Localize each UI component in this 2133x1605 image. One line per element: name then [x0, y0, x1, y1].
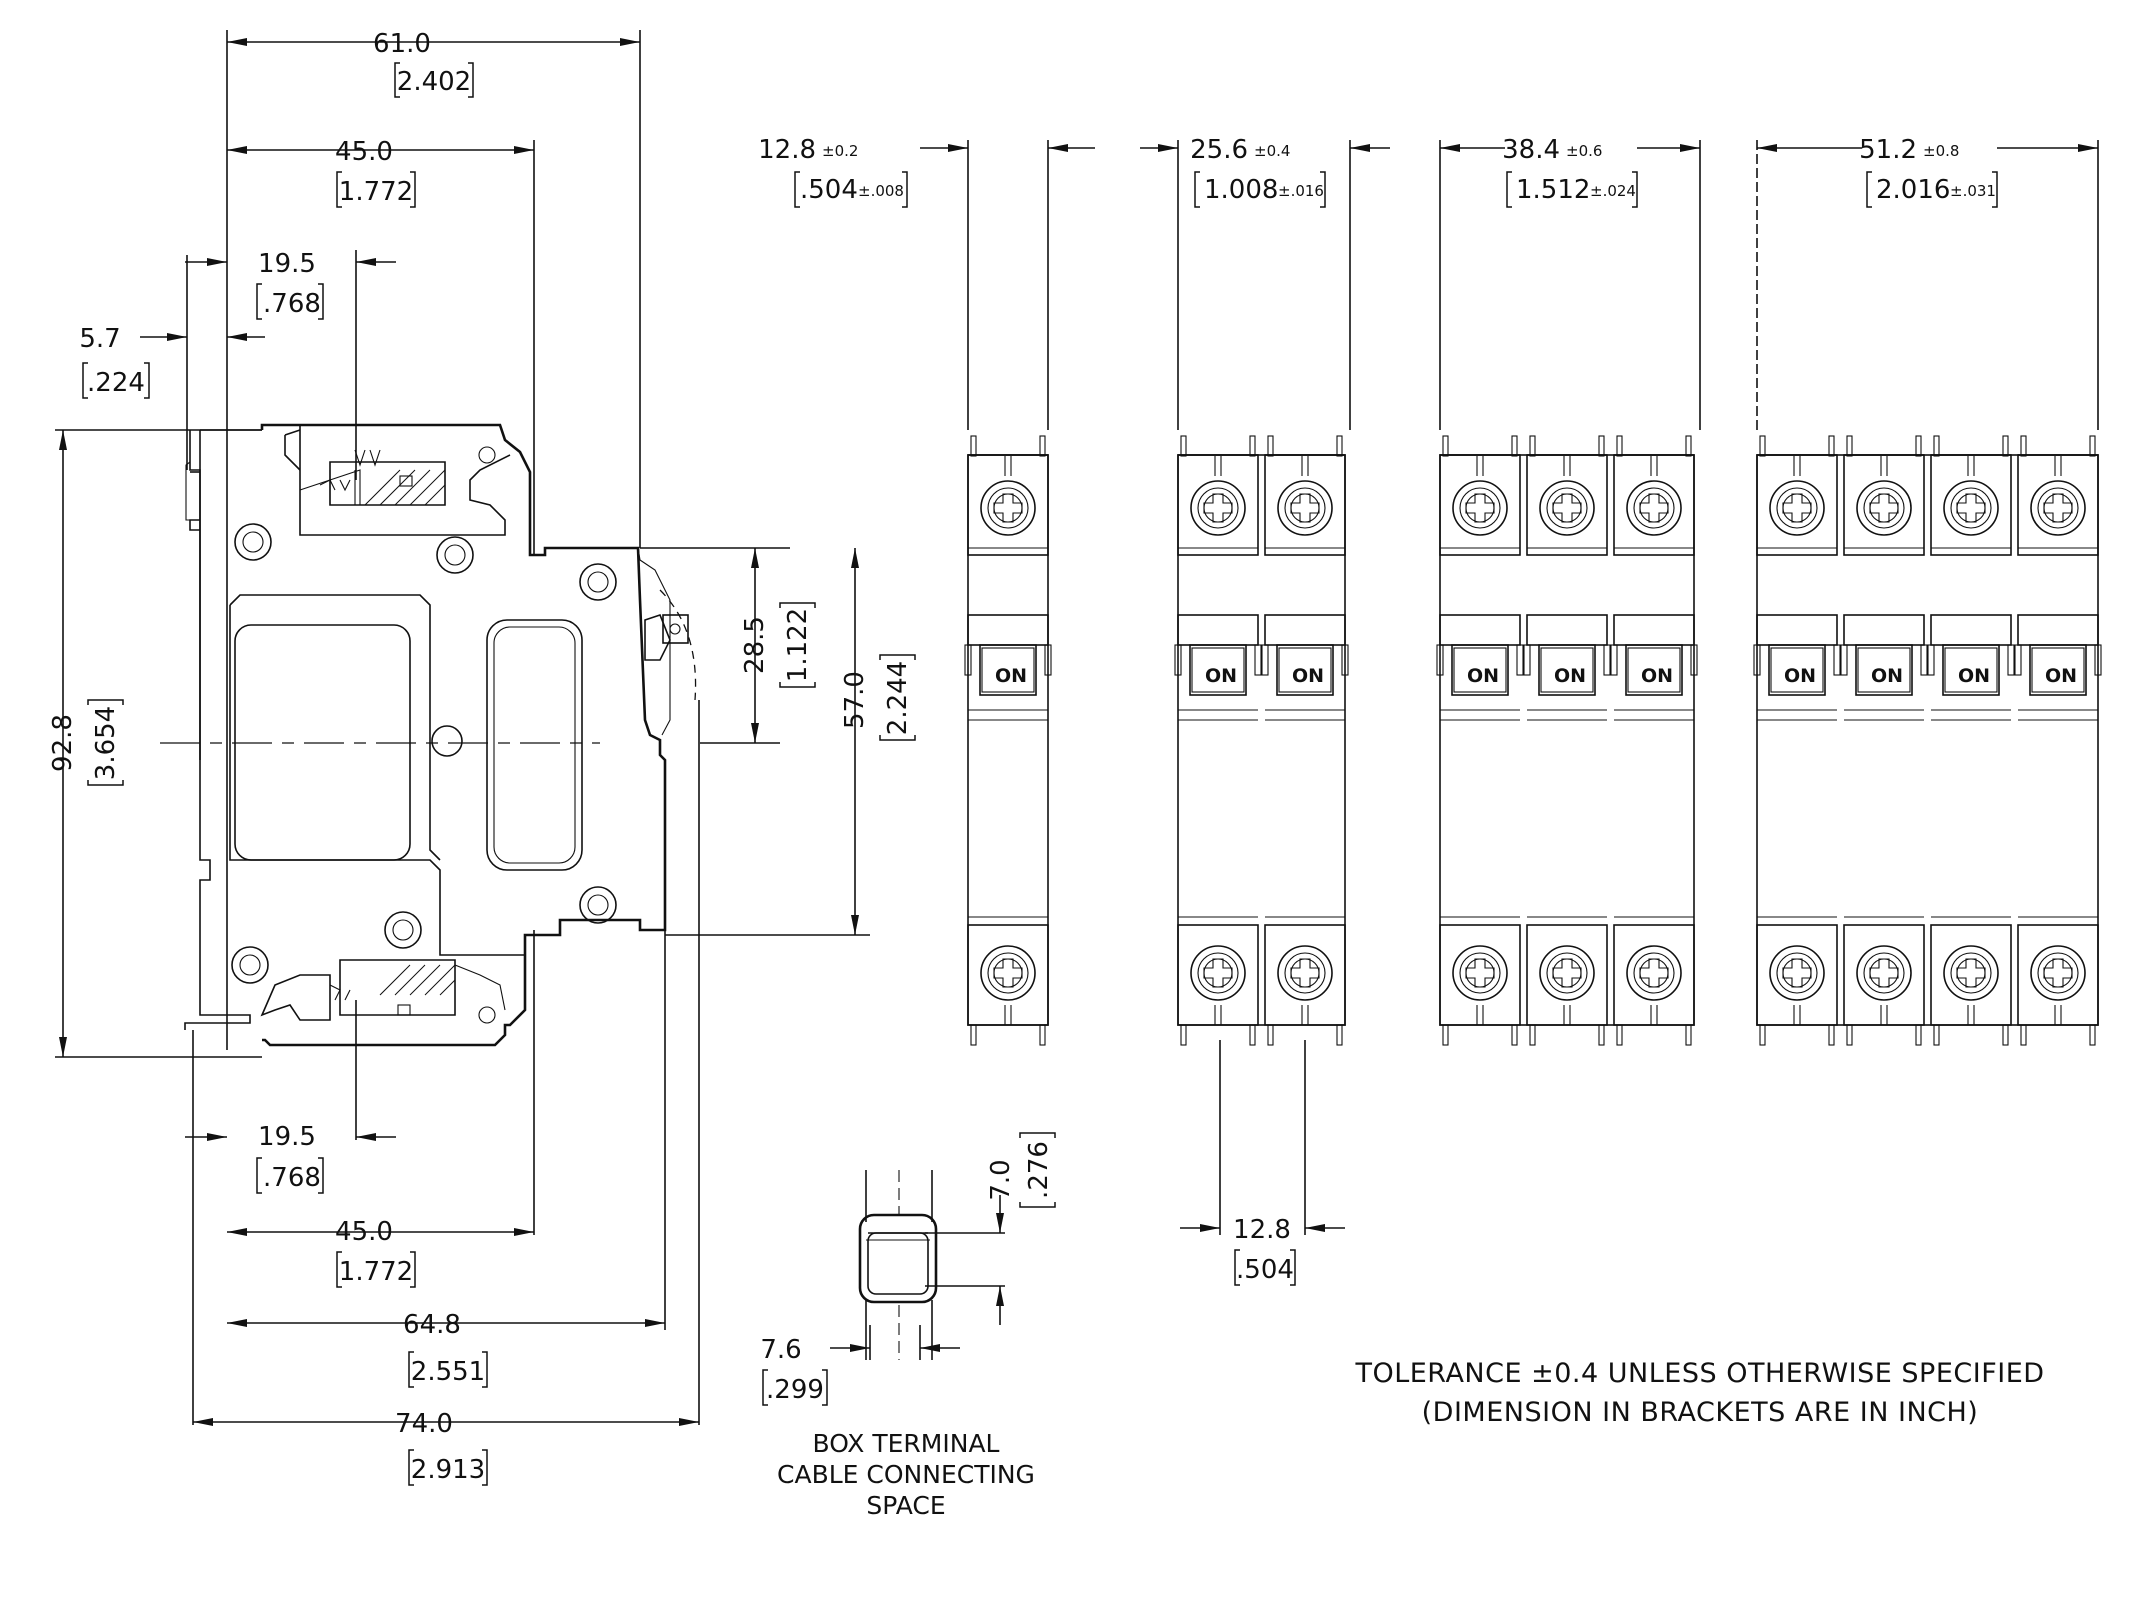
pole-pitch-mm: 12.8: [1233, 1215, 1291, 1245]
on-label: ON: [995, 665, 1027, 687]
width-3-pole-mm: 38.4: [1502, 135, 1560, 165]
dim-front-half-height-mm: 28.5: [740, 616, 770, 674]
dim-terminal-span-bottom: 45.0 1.772: [227, 1217, 534, 1288]
dim-overall-height: 92.8 3.654: [48, 430, 124, 1057]
width-4-pole-mm-tol: ±0.8: [1923, 142, 1959, 160]
box-terminal-width-mm: 7.6: [760, 1335, 801, 1365]
side-view: 61.0 2.402 45.0 1.772 19.5 .768: [48, 29, 916, 1486]
width-1-pole-mm: 12.8: [758, 135, 816, 165]
dim-rail-offset: 5.7 .224: [79, 324, 265, 399]
on-label: ON: [1554, 665, 1586, 687]
dim-depth-to-front-inch: 2.551: [411, 1357, 485, 1387]
front-view-4-pole: ON ON ON ON 51.2 ±0.8 2.016 ±.031: [1754, 130, 2101, 1045]
dim-screw-offset-top: 19.5 .768: [185, 249, 396, 320]
box-terminal-width-inch: .299: [766, 1375, 824, 1405]
dim-overall-depth-mm: 74.0: [395, 1409, 453, 1439]
on-label: ON: [1958, 665, 1990, 687]
width-3-pole-inch-tol: ±.024: [1590, 182, 1636, 200]
front-view-3-pole: ON ON ON 38.4 ±0.6 1.512 ±.024: [1437, 130, 1701, 1045]
units-note: (DIMENSION IN BRACKETS ARE IN INCH): [1422, 1397, 1979, 1428]
dim-terminal-span-bottom-mm: 45.0: [335, 1217, 393, 1247]
front-view-1-pole: ON 12.8 ±0.2 .504 ±.008: [758, 135, 1095, 1045]
tolerance-notes: TOLERANCE ±0.4 UNLESS OTHERWISE SPECIFIE…: [1354, 1358, 2044, 1428]
width-2-pole-mm-tol: ±0.4: [1254, 142, 1290, 160]
box-terminal-height-mm: 7.0: [986, 1159, 1016, 1200]
dim-front-height-mm: 57.0: [840, 671, 870, 729]
front-view-2-pole: ON ON 25.6 ±0.4 1.008 ±.016 12.8 .504: [1140, 135, 1390, 1286]
tolerance-note: TOLERANCE ±0.4 UNLESS OTHERWISE SPECIFIE…: [1354, 1358, 2044, 1389]
width-3-pole-mm-tol: ±0.6: [1566, 142, 1602, 160]
on-label: ON: [1205, 665, 1237, 687]
dim-overall-height-inch: 3.654: [91, 706, 121, 780]
dim-front-half-height-inch: 1.122: [783, 608, 813, 682]
on-label: ON: [1641, 665, 1673, 687]
width-1-pole-inch-tol: ±.008: [858, 182, 904, 200]
on-label: ON: [2045, 665, 2077, 687]
dim-overall-depth-inch: 2.913: [411, 1455, 485, 1485]
width-3-pole-inch: 1.512: [1516, 175, 1590, 205]
dim-screw-offset-bottom: 19.5 .768: [185, 1122, 396, 1194]
dim-screw-offset-bottom-inch: .768: [263, 1163, 321, 1193]
box-terminal-height-inch: .276: [1024, 1141, 1054, 1199]
width-4-pole-inch: 2.016: [1876, 175, 1950, 205]
dim-terminal-span-top-inch: 1.772: [339, 177, 413, 207]
on-label: ON: [1467, 665, 1499, 687]
on-label: ON: [1292, 665, 1324, 687]
dim-overall-width-inch: 2.402: [397, 67, 471, 97]
width-1-pole-inch: .504: [800, 175, 858, 205]
width-4-pole-inch-tol: ±.031: [1950, 182, 1996, 200]
on-label: ON: [1871, 665, 1903, 687]
width-2-pole-inch: 1.008: [1204, 175, 1278, 205]
on-label: ON: [1784, 665, 1816, 687]
box-terminal-caption-line1: BOX TERMINAL: [813, 1429, 1000, 1458]
dim-overall-height-mm: 92.8: [48, 714, 78, 772]
dim-screw-offset-top-mm: 19.5: [258, 249, 316, 279]
dim-rail-offset-inch: .224: [87, 368, 145, 398]
breaker-side-outline: [184, 423, 697, 1047]
side-extension-lines: [55, 30, 870, 1425]
dim-rail-offset-mm: 5.7: [79, 324, 120, 354]
dim-overall-width: 61.0 2.402: [227, 29, 640, 98]
dim-overall-width-mm: 61.0: [373, 29, 431, 59]
box-terminal-detail: 7.0 .276 7.6 .299 BOX TERMINAL CABLE CON…: [760, 1132, 1056, 1520]
dim-screw-offset-bottom-mm: 19.5: [258, 1122, 316, 1152]
dim-screw-offset-top-inch: .768: [263, 289, 321, 319]
dim-front-height: 57.0 2.244: [840, 548, 916, 935]
dim-terminal-span-top: 45.0 1.772: [227, 137, 534, 208]
width-2-pole-mm: 25.6: [1190, 135, 1248, 165]
width-2-pole-inch-tol: ±.016: [1278, 182, 1324, 200]
dim-front-height-inch: 2.244: [883, 661, 913, 735]
dim-front-half-height: 28.5 1.122: [740, 548, 816, 743]
box-terminal-caption-line3: SPACE: [866, 1491, 945, 1520]
dim-depth-to-front-mm: 64.8: [403, 1310, 461, 1340]
width-4-pole-mm: 51.2: [1859, 135, 1917, 165]
dim-overall-depth: 74.0 2.913: [193, 1409, 699, 1486]
pole-pitch-inch: .504: [1236, 1255, 1294, 1285]
dim-depth-to-front: 64.8 2.551: [227, 1310, 665, 1388]
box-terminal-caption-line2: CABLE CONNECTING: [777, 1460, 1035, 1489]
dim-terminal-span-bottom-inch: 1.772: [339, 1257, 413, 1287]
dim-terminal-span-top-mm: 45.0: [335, 137, 393, 167]
front-views: ON 12.8 ±0.2 .504 ±.008 ON ON: [758, 130, 2101, 1286]
width-1-pole-mm-tol: ±0.2: [822, 142, 858, 160]
